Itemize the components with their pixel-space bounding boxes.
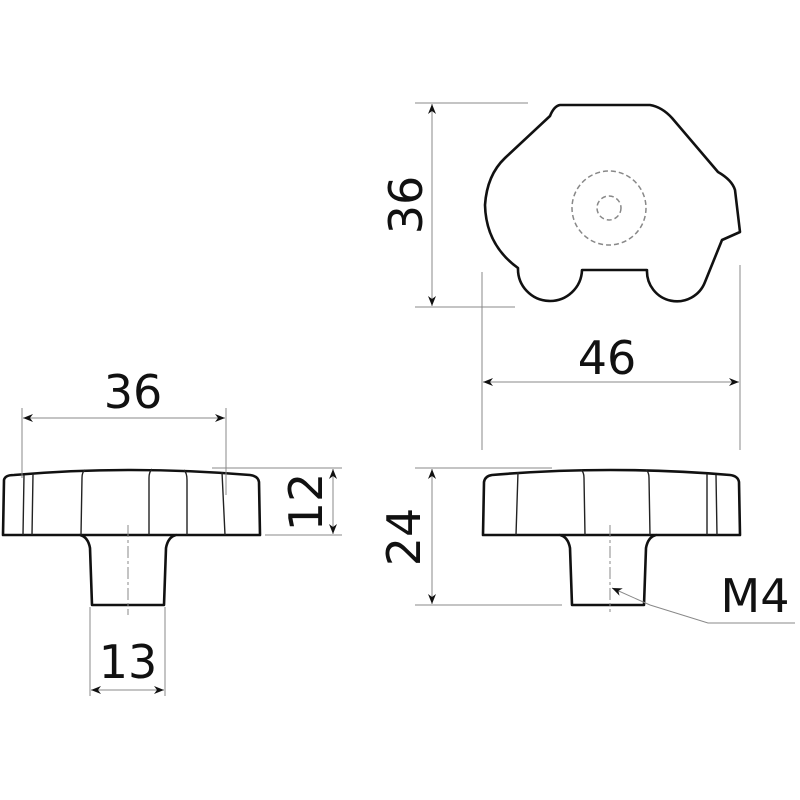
dim-label-stem-diameter: 13 bbox=[99, 635, 158, 689]
dim-label-side-diameter: 36 bbox=[104, 365, 163, 419]
dim-label-top-height: 36 bbox=[379, 176, 433, 235]
side-view-left bbox=[1, 468, 262, 615]
dim-top-width: 46 bbox=[481, 265, 741, 450]
bore-circle bbox=[596, 195, 622, 221]
thread-callout: M4 bbox=[611, 569, 795, 624]
dim-label-head-height: 12 bbox=[279, 473, 333, 532]
dim-label-top-width: 46 bbox=[578, 331, 637, 385]
dim-head-height: 12 bbox=[212, 467, 342, 536]
right-knob-flutes bbox=[515, 469, 718, 536]
dim-total-height: 24 bbox=[377, 467, 562, 606]
right-knob-outline bbox=[481, 468, 742, 607]
dim-top-height: 36 bbox=[379, 102, 528, 308]
dim-side-diameter: 36 bbox=[21, 365, 227, 495]
dim-label-total-height: 24 bbox=[377, 508, 431, 567]
top-view-outline bbox=[483, 103, 742, 303]
top-view bbox=[483, 103, 742, 303]
left-knob-flutes bbox=[22, 468, 226, 536]
side-view-right bbox=[481, 468, 742, 612]
dim-stem-diameter: 13 bbox=[89, 607, 166, 696]
hub-circle bbox=[571, 170, 647, 246]
left-knob-outline bbox=[1, 468, 262, 607]
thread-label: M4 bbox=[721, 569, 790, 623]
